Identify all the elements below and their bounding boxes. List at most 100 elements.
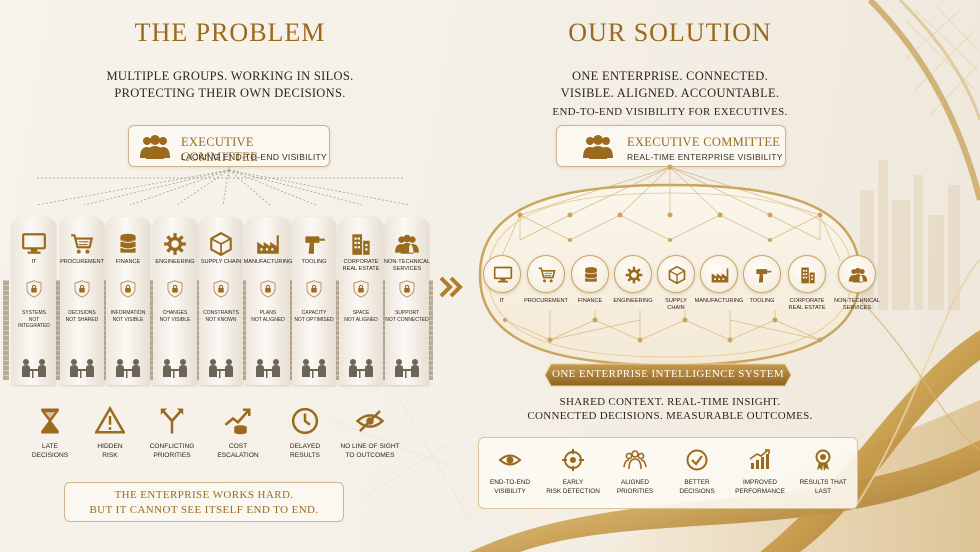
factory-icon: [257, 235, 279, 254]
impact-label-line1: NO LINE OF SIGHT: [340, 443, 400, 450]
solution-node: [700, 255, 738, 293]
solution-tagline-line2: CONNECTED DECISIONS. MEASURABLE OUTCOMES…: [527, 410, 813, 422]
double-chevron-right-icon: [439, 276, 463, 298]
node-label-line1: ENGINEERING: [613, 298, 653, 304]
solution-node-label: NON-TECHNICAL SERVICES: [822, 298, 892, 312]
node-label-line2: REAL ESTATE: [788, 305, 826, 311]
impact-label: CONFLICTING PRIORITIES: [132, 442, 212, 460]
silo-name: SUPPLY CHAIN: [191, 259, 251, 266]
silo-name-line2: REAL ESTATE: [342, 266, 380, 272]
silo-issue-line2: NOT VISIBLE: [159, 316, 191, 323]
solution-node-label: CORPORATE REAL ESTATE: [772, 298, 842, 312]
silo-issue-line1: SYSTEMS: [22, 310, 46, 316]
silo-name: PROCUREMENT: [52, 259, 112, 266]
problem-impact: NO LINE OF SIGHT TO OUTCOMES: [340, 406, 400, 460]
outcome-label: RESULTS THAT LAST: [788, 478, 858, 496]
silo-issue-line1: CONSTRAINTS: [203, 310, 239, 316]
solution-subtitle-line1: ONE ENTERPRISE. CONNECTED.: [572, 69, 768, 83]
solution-subtitle-line2: VISIBLE. ALIGNED. ACCOUNTABLE.: [560, 86, 780, 100]
workers-at-desk-icon: [209, 359, 233, 378]
silo-issue-line2: NOT SHARED: [65, 316, 99, 323]
people-icon: [395, 234, 419, 254]
workers-at-desk-icon: [163, 359, 187, 378]
node-label-line2: CHAIN: [667, 305, 685, 311]
solution-node: [527, 255, 565, 293]
lock-shield-icon: [120, 280, 136, 298]
drill-icon: [756, 269, 772, 283]
silo-name-line2: SERVICES: [392, 266, 422, 272]
solution-outcome: IMPROVED PERFORMANCE: [735, 448, 785, 496]
solution-title: OUR SOLUTION: [568, 18, 772, 47]
silo-issue: CAPACITY NOT OPTIMISED: [284, 310, 344, 323]
problem-exec-title: EXECUTIVE COMMITTEE: [181, 135, 258, 164]
impact-label: HIDDEN RISK: [70, 442, 150, 460]
solution-node: [743, 255, 781, 293]
workers-at-desk-icon: [22, 359, 46, 378]
drill-icon: [305, 236, 325, 254]
silo-name-line1: CORPORATE: [343, 259, 379, 265]
silo-name: NON-TECHNICAL SERVICES: [377, 259, 437, 273]
silo-pillar: ENGINEERING CHANGES NOT VISIBLE: [153, 217, 197, 385]
silo-issue: SPACE NOT ALIGNED: [331, 310, 391, 323]
outcome-label: END-TO-END VISIBILITY: [475, 478, 545, 496]
solution-node-label: FINANCE: [555, 298, 625, 305]
node-label-line1: SUPPLY: [665, 298, 687, 304]
coins-icon: [120, 233, 136, 253]
team-icon: [623, 450, 647, 470]
solution-subtitle: ONE ENTERPRISE. CONNECTED. VISIBLE. ALIG…: [510, 68, 830, 102]
split-arrow-icon: [160, 408, 184, 434]
silo-issue-line2: NOT OPTIMISED: [294, 316, 334, 323]
silo-pillar: PROCUREMENT DECISIONS NOT SHARED: [60, 217, 104, 385]
silo-name-line1: PROCUREMENT: [60, 259, 104, 265]
silo-issue-line1: SUPPORT: [394, 310, 420, 316]
silo-pillar: IT SYSTEMS NOT INTEGRATED: [12, 217, 56, 385]
workers-at-desk-icon: [395, 359, 419, 378]
silo-issue: INFORMATION NOT VISIBLE: [98, 310, 158, 323]
impact-label-line1: LATE: [41, 443, 58, 450]
solution-tagline-line1: SHARED CONTEXT. REAL-TIME INSIGHT.: [559, 396, 781, 408]
check-circle-icon: [686, 449, 708, 471]
outcome-label-line2: VISIBILITY: [494, 488, 526, 495]
silo-issue-line2: NOT ALIGNED: [344, 316, 378, 323]
silo-issue-line2: NOT: [28, 316, 40, 323]
impact-label: DELAYED RESULTS: [265, 442, 345, 460]
outcome-label-line2: PERFORMANCE: [735, 488, 785, 495]
eye-icon: [498, 454, 522, 466]
silo-name-line1: FINANCE: [115, 259, 141, 265]
lock-shield-icon: [306, 280, 322, 298]
gear-icon: [164, 233, 186, 255]
silo-pillar: FINANCE INFORMATION NOT VISIBLE: [106, 217, 150, 385]
silo-issue-line1: PLANS: [259, 310, 277, 316]
solution-exec-subtitle: REAL-TIME ENTERPRISE VISIBILITY: [627, 152, 783, 162]
node-label-line1: FINANCE: [577, 298, 603, 304]
outcome-label-line1: EARLY: [562, 479, 584, 486]
warning-icon: [95, 406, 125, 434]
people-group-icon: [583, 135, 613, 159]
silo-name-line1: ENGINEERING: [155, 259, 195, 265]
coins-icon: [585, 267, 597, 282]
problem-connectors: [36, 167, 410, 206]
cart-icon: [538, 267, 556, 283]
lock-shield-icon: [260, 280, 276, 298]
impact-label: NO LINE OF SIGHT TO OUTCOMES: [330, 442, 410, 460]
factory-icon: [711, 268, 729, 283]
node-label-line1: NON-TECHNICAL: [834, 298, 880, 304]
target-icon: [562, 449, 584, 471]
outcome-label: BETTER DECISIONS: [662, 478, 732, 496]
silo-issue-line1: CHANGES: [162, 310, 188, 316]
solution-node: [788, 255, 826, 293]
monitor-icon: [493, 266, 513, 283]
silo-pillar: SUPPLY CHAIN CONSTRAINTS NOT KNOWN: [199, 217, 243, 385]
award-ribbon-icon: [815, 449, 831, 471]
people-icon: [848, 267, 868, 283]
lock-shield-icon: [399, 280, 415, 298]
workers-at-desk-icon: [256, 359, 280, 378]
impact-label-line1: DELAYED: [289, 443, 321, 450]
silo-issue-line1: DECISIONS: [68, 310, 96, 316]
silo-issue-line2: NOT ALIGNED: [251, 316, 285, 323]
silo-name-line1: TOOLING: [301, 259, 327, 265]
silo-name-line1: SUPPLY CHAIN: [200, 259, 242, 265]
building-icon: [352, 234, 370, 255]
solution-tagline: SHARED CONTEXT. REAL-TIME INSIGHT. CONNE…: [510, 395, 830, 423]
problem-footer-line2: BUT IT CANNOT SEE ITSELF END TO END.: [89, 504, 319, 516]
